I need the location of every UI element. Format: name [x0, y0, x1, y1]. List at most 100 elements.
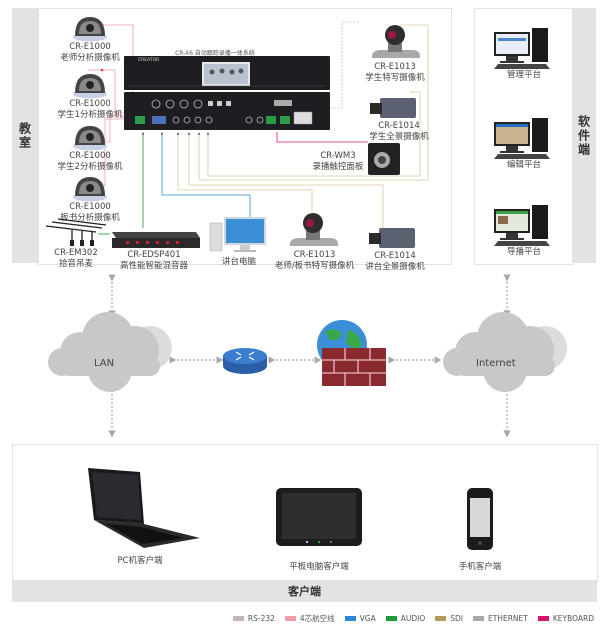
device-name: 学生2分析摄像机: [57, 161, 123, 172]
platform-management: 管理平台: [484, 28, 564, 81]
legend-label: KEYBOARD: [552, 614, 594, 623]
device-name: 讲台电脑: [221, 257, 256, 267]
internet-label: Internet: [476, 358, 516, 369]
router-icon: [223, 348, 267, 374]
device-name: 板书分析摄像机: [60, 212, 120, 223]
device-name: 高性能智能混音器: [119, 260, 188, 271]
laptop-icon: [88, 468, 200, 548]
client-label: 手机客户端: [458, 562, 502, 572]
legend-label: SDI: [450, 614, 464, 623]
podium-computer: 讲台电脑: [208, 215, 270, 268]
device-name: 老师/板书特写摄像机: [274, 260, 355, 271]
tablet-icon: [276, 488, 362, 546]
cable-legend: RS-232 4芯航空线 VGA AUDIO SDI ETHERNET KEYB…: [232, 613, 594, 624]
ceiling-microphone: CR-EM302 拾音吊麦: [45, 218, 107, 269]
recorder-device-icon: [124, 56, 330, 130]
device-model: CR-E1000: [69, 42, 111, 52]
legend-swatch: [435, 616, 447, 621]
box-camera-podium: CR-E1014 讲台全景摄像机: [355, 225, 435, 272]
internet-cloud-icon: [443, 312, 567, 392]
device-model: CR-E1014: [374, 251, 416, 261]
main-unit: CREATOR: [124, 56, 330, 130]
main-unit-title: CR-X6 自动跟踪录播一体系统: [175, 50, 255, 57]
device-name: 录播触控面板: [312, 161, 364, 172]
platform-label: 编辑平台: [506, 160, 541, 170]
legend-item-sdi: SDI: [435, 614, 463, 623]
client-phone: 手机客户端: [440, 486, 520, 573]
client-section-label: 客户端: [288, 585, 321, 598]
client-tablet: 平板电脑客户端: [274, 486, 364, 573]
platform-directing: 导播平台: [484, 205, 564, 258]
device-model: CR-E1000: [69, 202, 111, 212]
platform-label: 管理平台: [506, 70, 541, 80]
touch-panel-icon: [368, 143, 400, 175]
client-footer: 客户端: [12, 580, 597, 602]
device-model: CR-E1014: [378, 121, 420, 131]
audio-mixer: CR-EDSP401 高性能智能混音器: [108, 228, 203, 271]
classroom-sidebar: 教室: [12, 8, 38, 263]
device-model: CR-E1013: [293, 250, 336, 260]
client-pc: PC机客户端: [80, 462, 200, 567]
legend-item-4core: 4芯航空线: [284, 613, 335, 624]
legend-label: RS-232: [247, 614, 275, 623]
cable-keyboard: [276, 132, 368, 143]
box-camera-icon: [370, 98, 416, 118]
legend-item-ethernet: ETHERNET: [473, 614, 528, 623]
legend-swatch: [284, 616, 296, 621]
dome-camera-teacher: CR-E1000 老师分析摄像机: [50, 14, 130, 63]
audio-mixer-icon: [112, 232, 200, 248]
legend-swatch: [537, 616, 549, 621]
dome-camera-icon: [73, 177, 107, 202]
dome-camera-icon: [73, 126, 107, 151]
workstation-icon: [494, 118, 550, 159]
legend-label: 4芯航空线: [299, 614, 335, 623]
software-section-label: 软件端: [576, 114, 591, 157]
dome-camera-student1: CR-E1000 学生1分析摄像机: [50, 71, 130, 120]
cable-sdi-1: [177, 132, 313, 212]
client-label: 平板电脑客户端: [289, 562, 349, 572]
device-name: 学生1分析摄像机: [57, 109, 123, 120]
dome-camera-icon: [73, 74, 107, 99]
workstation-icon: [494, 28, 550, 69]
dome-camera-board: CR-E1000 板书分析摄像机: [50, 174, 130, 223]
platform-label: 导播平台: [506, 247, 541, 257]
legend-item-vga: VGA: [344, 614, 376, 623]
legend-swatch: [385, 616, 397, 621]
device-model: CR-E1000: [69, 151, 111, 161]
device-name: 学生全景摄像机: [369, 131, 429, 142]
network-diagram: [48, 274, 567, 438]
device-name: 学生特写摄像机: [365, 72, 425, 83]
legend-label: VGA: [359, 614, 376, 623]
dome-camera-student2: CR-E1000 学生2分析摄像机: [50, 123, 130, 172]
device-name: 老师分析摄像机: [60, 52, 120, 63]
legend-swatch: [232, 616, 244, 621]
device-name: 拾音吊麦: [58, 258, 93, 269]
cable-ethernet: [320, 21, 360, 109]
firewall-globe-icon: [317, 320, 386, 386]
cable-vga: [161, 132, 251, 228]
client-label: PC机客户端: [117, 556, 163, 566]
touch-panel: CR-WM3 录播触控面板: [310, 143, 400, 177]
workstation-icon: [494, 205, 550, 246]
microphone-icon: [45, 218, 107, 246]
legend-label: ETHERNET: [488, 614, 528, 623]
dome-camera-icon: [73, 17, 107, 42]
lan-cloud-icon: [48, 312, 172, 392]
device-model: CR-E1000: [69, 99, 111, 109]
legend-swatch: [344, 616, 356, 621]
cable-sdi-2: [188, 132, 384, 228]
cable-sdi-3: [198, 24, 429, 181]
brand-label: CREATOR: [138, 58, 160, 63]
lan-label: LAN: [94, 358, 115, 369]
software-sidebar: 软件端: [572, 8, 596, 263]
legend-item-audio: AUDIO: [385, 614, 425, 623]
device-model: CR-E1013: [374, 62, 416, 72]
device-model: CR-EM302: [54, 248, 98, 258]
device-model: CR-EDSP401: [127, 250, 181, 260]
ptz-camera-icon: [290, 213, 338, 246]
legend-swatch: [473, 616, 485, 621]
ptz-camera-student: CR-E1013 学生特写摄像机: [350, 24, 440, 83]
legend-item-keyboard: KEYBOARD: [537, 614, 594, 623]
legend-item-rs232: RS-232: [232, 614, 275, 623]
device-name: 讲台全景摄像机: [365, 261, 425, 272]
